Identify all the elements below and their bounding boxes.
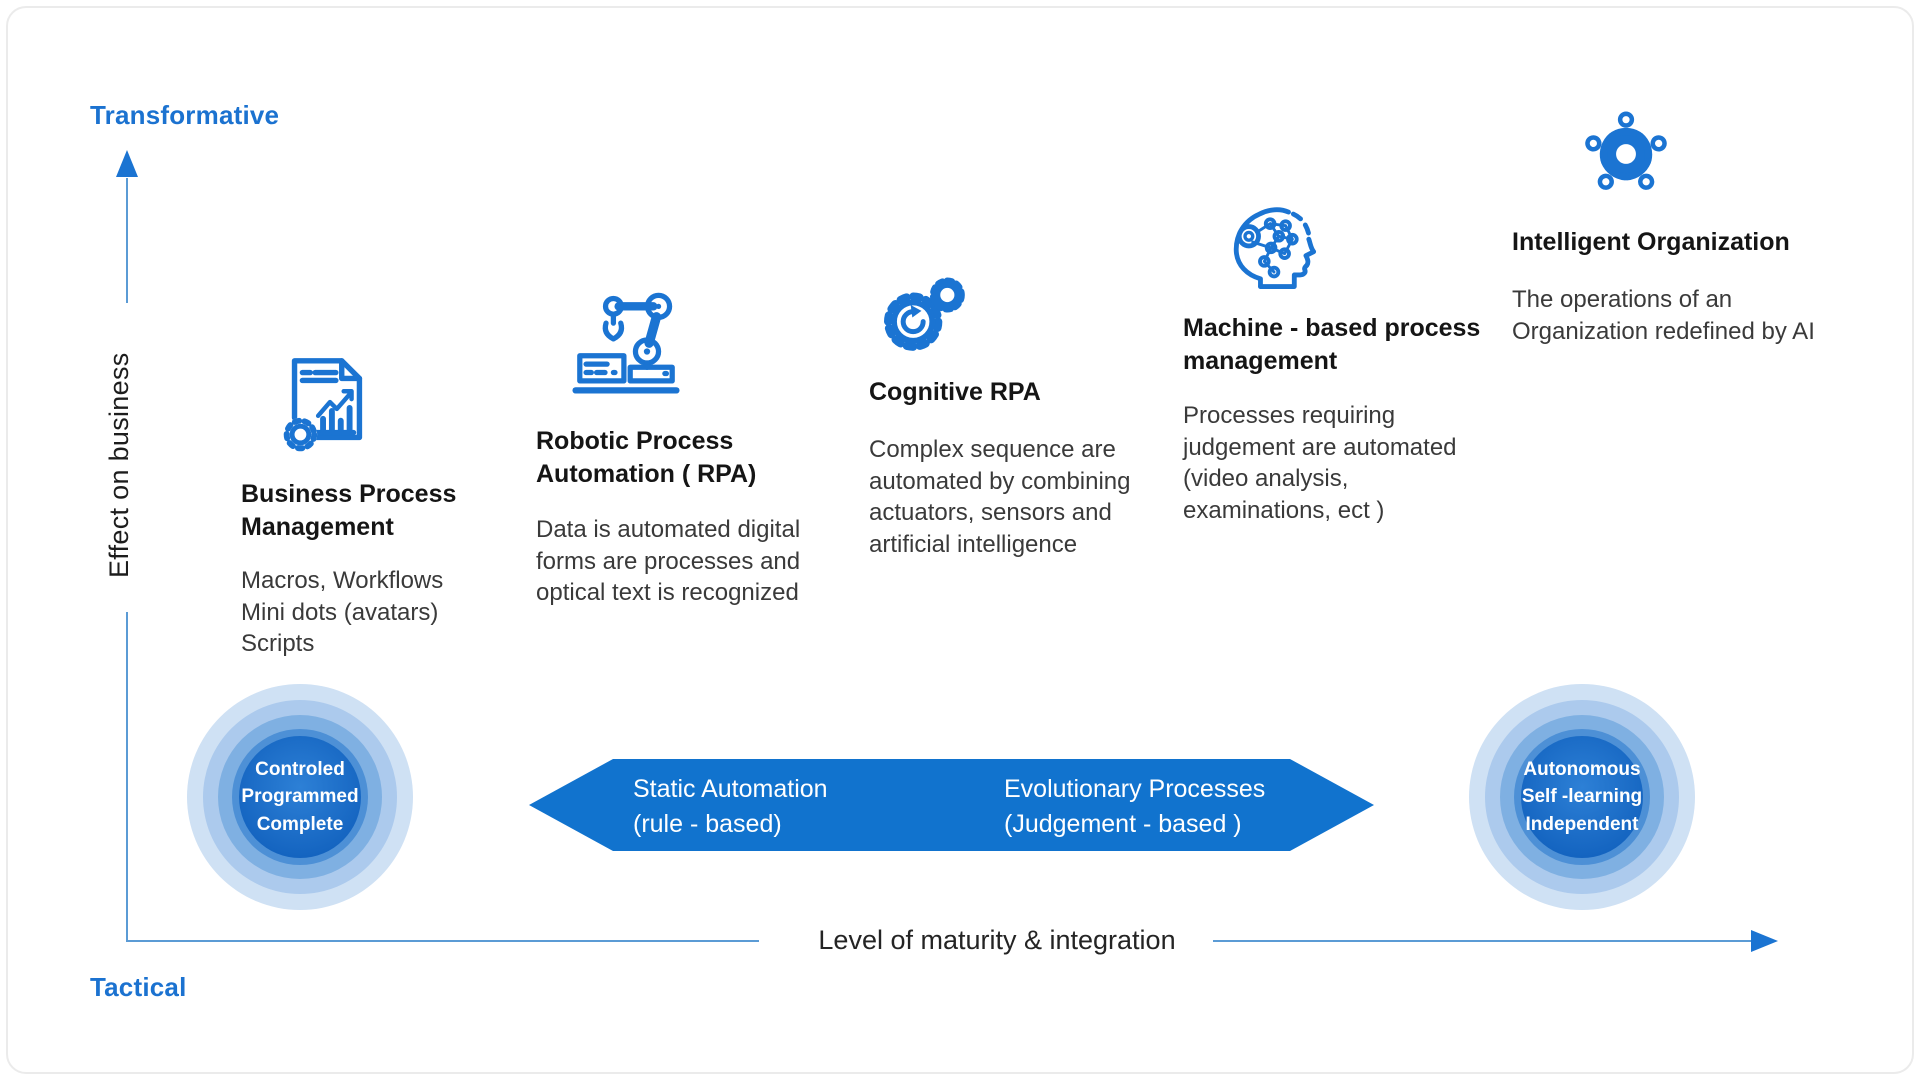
stage-desc-bpm: Macros, Workflows Mini dots (avatars) Sc… bbox=[241, 567, 444, 658]
left-badge-ring: Controled Programmed Complete bbox=[218, 715, 382, 879]
gears-refresh-icon bbox=[874, 265, 974, 365]
stage-title-rpa: Robotic Process Automation ( RPA) bbox=[536, 427, 757, 488]
y-bottom-label: Tactical bbox=[90, 972, 187, 1002]
stage-desc-machine-based: Processes requiring judgement are automa… bbox=[1183, 402, 1457, 525]
left-maturity-badge: Controled Programmed Complete bbox=[187, 684, 413, 910]
banner-right-text: Evolutionary Processes (Judgement - base… bbox=[1004, 775, 1266, 838]
right-badge-core: Autonomous Self -learning Independent bbox=[1521, 736, 1643, 858]
x-axis-line-right bbox=[1213, 940, 1751, 942]
stage-desc-intelligent-org: The operations of an Organization redefi… bbox=[1512, 286, 1815, 345]
ai-head-network-icon bbox=[1216, 186, 1332, 302]
right-badge-text: Autonomous Self -learning Independent bbox=[1521, 758, 1643, 835]
x-axis-title: Level of maturity & integration bbox=[818, 925, 1176, 955]
y-axis-arrowhead-icon bbox=[116, 150, 138, 177]
left-badge-ring: Controled Programmed Complete bbox=[232, 729, 368, 865]
right-maturity-badge: Autonomous Self -learning Independent bbox=[1469, 684, 1695, 910]
double-arrow-banner-icon bbox=[529, 759, 1374, 851]
y-axis-title: Effect on business bbox=[104, 352, 134, 578]
left-badge-ring: Controled Programmed Complete bbox=[203, 700, 397, 894]
stage-title-machine-based: Machine - based process management bbox=[1183, 314, 1481, 375]
automation-spectrum-banner: Static Automation (rule - based) Evoluti… bbox=[529, 759, 1374, 851]
left-badge-text: Controled Programmed Complete bbox=[241, 758, 359, 835]
stage-title-intelligent-org: Intelligent Organization bbox=[1512, 228, 1790, 256]
document-analytics-gear-icon bbox=[267, 347, 385, 465]
robot-arm-icon bbox=[563, 278, 689, 404]
stage-title-bpm: Business Process Management bbox=[241, 480, 457, 541]
team-around-circle-icon bbox=[1570, 98, 1682, 210]
left-badge-core: Controled Programmed Complete bbox=[239, 736, 361, 858]
page-border bbox=[6, 6, 1914, 1074]
stage-desc-rpa: Data is automated digital forms are proc… bbox=[536, 516, 801, 607]
x-axis-line-left bbox=[126, 940, 759, 942]
stage-desc-cognitive-rpa: Complex sequence are automated by combin… bbox=[869, 436, 1131, 559]
banner-left-text: Static Automation (rule - based) bbox=[633, 775, 828, 838]
right-badge-ring: Autonomous Self -learning Independent bbox=[1500, 715, 1664, 879]
y-axis-line-lower bbox=[126, 612, 128, 942]
right-badge-ring: Autonomous Self -learning Independent bbox=[1514, 729, 1650, 865]
right-badge-ring: Autonomous Self -learning Independent bbox=[1485, 700, 1679, 894]
y-axis-line-upper bbox=[126, 178, 128, 303]
x-axis-arrowhead-icon bbox=[1751, 930, 1778, 952]
y-top-label: Transformative bbox=[90, 100, 280, 130]
stage-title-cognitive-rpa: Cognitive RPA bbox=[869, 378, 1041, 406]
